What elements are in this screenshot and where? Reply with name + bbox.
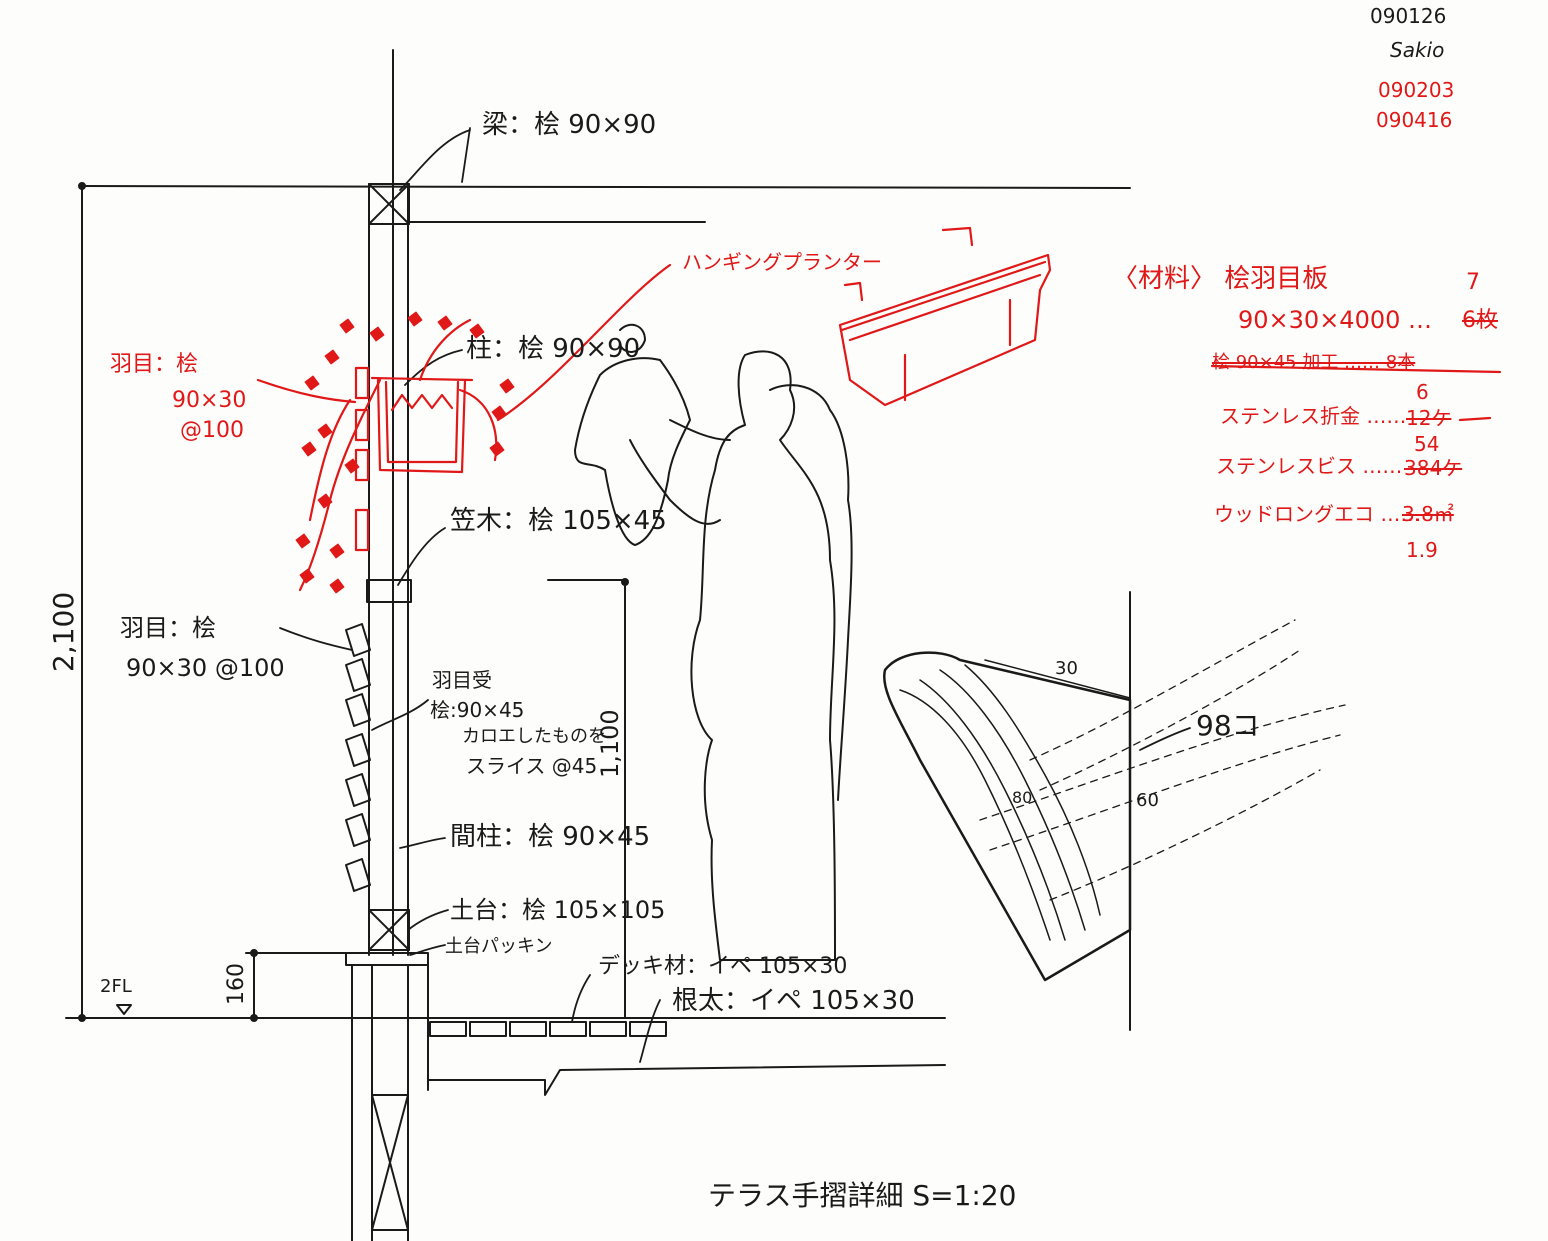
detail-60: 60 — [1136, 790, 1159, 811]
joist-profile — [427, 1039, 946, 1096]
revision-date-1: 090126 — [1370, 4, 1447, 28]
beam-section — [368, 183, 410, 225]
label-louver-receiver-1: 羽目受 — [432, 668, 492, 692]
drawing-title: テラス手摺詳細 S=1:20 — [708, 1179, 1017, 1212]
label-post: 柱：桧 90×90 — [466, 334, 641, 364]
label-hanging-planter: ハンギングプランター — [682, 250, 882, 274]
materials-item4: ステンレスビス …… — [1216, 454, 1403, 478]
revision-author: Sakio — [1390, 38, 1445, 62]
dim-160: 160 — [224, 963, 249, 1005]
detail-r: 98コ — [1196, 709, 1260, 742]
label-louver-size: 90×30 @100 — [126, 654, 285, 682]
label-beam: 梁：桧 90×90 — [482, 110, 657, 140]
materials-item5-old-qty: 3.8㎡ — [1402, 502, 1454, 526]
deck-boards — [429, 1021, 667, 1037]
rail-section — [366, 579, 412, 603]
materials-item1-new-qty: 7 — [1466, 270, 1480, 295]
lower-joist-section — [371, 1094, 409, 1231]
revision-date-3: 090416 — [1376, 108, 1453, 132]
dim-height: 2,100 — [47, 591, 80, 672]
materials-item3-new-qty: 6 — [1416, 380, 1429, 404]
dim-rail: 1,100 — [596, 709, 624, 778]
materials-item5: ウッドロングエコ …… — [1214, 502, 1421, 526]
label-rail: 笠木：桧 105×45 — [450, 506, 667, 536]
label-louver-receiver-3: カロエしたものを — [462, 726, 606, 747]
label-sill-packing: 土台パッキン — [445, 936, 553, 957]
materials-item4-new-qty: 54 — [1414, 432, 1440, 456]
label-louver-receiver-4: スライス @45 — [466, 754, 598, 778]
materials-item1-old-qty: 6枚 — [1462, 308, 1498, 333]
materials-heading: 〈材料〉 桧羽目板 — [1112, 264, 1329, 294]
beam-line — [81, 185, 1131, 189]
label-stud: 間柱：桧 90×45 — [450, 822, 651, 852]
label-louver-receiver-2: 桧:90×45 — [430, 698, 525, 722]
label-joist: 根太：イペ 105×30 — [672, 986, 915, 1016]
detail-30: 30 — [1055, 658, 1078, 679]
handrail-detail — [882, 619, 1346, 982]
detail-80: 80 — [1012, 788, 1033, 807]
materials-item2-struck: 桧 90×45 加工 …… 8本 — [1212, 352, 1416, 373]
floor-level-marker — [116, 1004, 132, 1015]
label-deck-board: デッキ材：イペ 105×30 — [598, 954, 848, 979]
label-sill: 土台：桧 105×105 — [450, 896, 666, 924]
materials-item1: 90×30×4000 … — [1238, 306, 1433, 334]
materials-item3-old-qty: 12ケ — [1406, 406, 1452, 430]
planter-sketch — [838, 253, 1052, 407]
label-floor-level: 2FL — [100, 976, 132, 997]
sill-packing — [345, 952, 429, 966]
label-louver-red-size: 90×30 — [172, 388, 247, 413]
louvers — [345, 623, 371, 892]
structure-lines — [65, 49, 1131, 1241]
red-markup — [256, 226, 1502, 592]
label-louver-red-pitch: @100 — [180, 418, 244, 443]
label-louver-title: 羽目：桧 — [120, 614, 216, 642]
materials-item4-old-qty: 384ケ — [1404, 456, 1463, 480]
planter-section — [376, 378, 467, 474]
revision-date-2: 090203 — [1378, 78, 1455, 102]
materials-item3: ステンレス折金 …… — [1220, 404, 1407, 428]
leader-lines — [279, 127, 1191, 1063]
ivy-leaves — [295, 311, 515, 594]
label-louver-red-title: 羽目：桧 — [110, 352, 199, 377]
people-sketch — [574, 323, 853, 961]
materials-item5-new-qty: 1.9 — [1406, 538, 1438, 562]
